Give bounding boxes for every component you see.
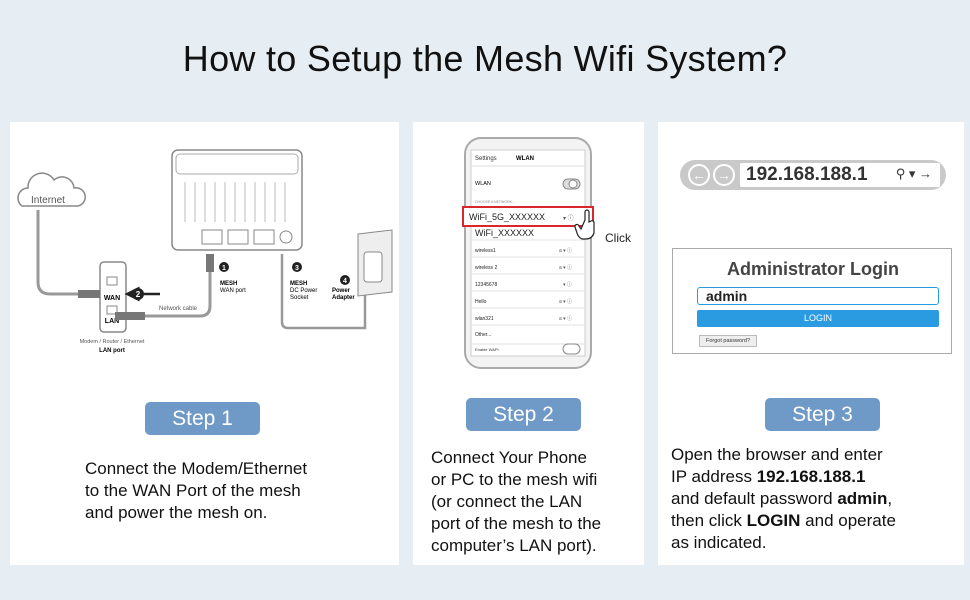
network-name: WiFi_XXXXXX xyxy=(475,228,534,238)
svg-text:a ▾ ⓘ: a ▾ ⓘ xyxy=(559,247,572,254)
other-network: Other... xyxy=(475,332,491,338)
phone-illustration: Settings WLAN WLAN CHOOSE A NETWORK... W… xyxy=(462,137,632,369)
modem-device: WAN LAN xyxy=(99,261,127,333)
step3-desc-line: as indicated. xyxy=(671,533,767,552)
step1-description: Connect the Modem/Ethernet to the WAN Po… xyxy=(85,458,385,524)
step3-desc-password: admin xyxy=(837,489,888,508)
step2-badge: Step 2 xyxy=(466,398,581,431)
step3-description: Open the browser and enter IP address 19… xyxy=(671,444,961,554)
network-name: wlan321 xyxy=(475,316,494,322)
choose-network-label: CHOOSE A NETWORK... xyxy=(475,200,515,204)
step1-desc-line: Connect the Modem/Ethernet xyxy=(85,459,308,478)
internet-cloud-icon: Internet xyxy=(17,172,86,207)
wapi-toggle[interactable] xyxy=(562,343,581,355)
network-cable-label: Network cable xyxy=(159,306,198,312)
step2-desc-line: port of the mesh to the xyxy=(431,514,602,533)
mesh-dc-label3: Socket xyxy=(290,295,309,301)
url-text: 192.168.188.1 xyxy=(746,164,868,185)
svg-text:▾ ⓘ: ▾ ⓘ xyxy=(563,281,572,288)
login-dialog: Administrator Login admin LOGIN Forgot p… xyxy=(672,248,952,354)
forgot-password-button[interactable]: Forgot password? xyxy=(699,335,758,347)
num3: 3 xyxy=(295,265,299,272)
power-label2: Adapter xyxy=(332,295,355,301)
step1-badge: Step 1 xyxy=(145,402,260,435)
wan-label: WAN xyxy=(104,295,120,302)
mesh-dc-label2: DC Power xyxy=(290,288,317,294)
forward-button[interactable]: → xyxy=(713,164,735,186)
phone-header: WLAN xyxy=(516,156,534,162)
browser-address-bar: ← → 192.168.188.1 ⚲ ▾ → xyxy=(680,160,946,190)
login-title: Administrator Login xyxy=(727,259,899,279)
phone-back: Settings xyxy=(475,156,497,162)
username-value: admin xyxy=(706,288,748,304)
step2-desc-line: or PC to the mesh wifi xyxy=(431,470,598,489)
step2-desc-line: (or connect the LAN xyxy=(431,492,583,511)
login-button[interactable]: LOGIN xyxy=(697,310,939,327)
network-name: wireless 2 xyxy=(475,265,497,271)
step3-desc-text: , xyxy=(887,489,893,508)
page-title: How to Setup the Mesh Wifi System? xyxy=(182,38,788,79)
power-label1: Power xyxy=(332,288,351,294)
network-name: WiFi_5G_XXXXXX xyxy=(469,212,545,222)
phone-wlan-label: WLAN xyxy=(475,181,491,187)
num4: 4 xyxy=(343,278,347,285)
step2-desc-line: computer’s LAN port). xyxy=(431,536,597,555)
modem-lan-caption: LAN port xyxy=(99,348,125,354)
internet-label: Internet xyxy=(31,195,65,206)
svg-text:a ▾ ⓘ: a ▾ ⓘ xyxy=(559,315,572,322)
step1-desc-line: to the WAN Port of the mesh xyxy=(85,481,301,500)
step3-desc-line: Open the browser and enter xyxy=(671,445,883,464)
url-input[interactable]: 192.168.188.1 ⚲ ▾ → xyxy=(740,163,940,187)
network-name: wireless1 xyxy=(475,248,496,254)
num2: 2 xyxy=(136,290,141,299)
power-adapter-icon xyxy=(357,229,393,297)
num1: 1 xyxy=(222,265,226,272)
mesh-wan-label2: WAN port xyxy=(220,288,246,294)
svg-text:a ▾ ⓘ: a ▾ ⓘ xyxy=(559,298,572,305)
lan-label: LAN xyxy=(105,318,119,325)
step3-desc-line: IP address 192.168.188.1 xyxy=(671,466,961,488)
enable-wapi-label: Enable WAPI xyxy=(475,347,499,352)
step3-desc-text: and default password xyxy=(671,489,838,508)
step2-desc-line: Connect Your Phone xyxy=(431,448,587,467)
mesh-wan-label1: MESH xyxy=(220,281,237,287)
step2-panel: Settings WLAN WLAN CHOOSE A NETWORK... W… xyxy=(413,122,644,565)
step3-desc-text: and operate xyxy=(800,511,896,530)
network-name: Hello xyxy=(475,299,487,305)
step3-panel: ← → 192.168.188.1 ⚲ ▾ → Administrator Lo… xyxy=(658,122,964,565)
step3-desc-line: and default password admin, xyxy=(671,488,961,510)
username-field[interactable]: admin xyxy=(697,287,939,305)
modem-caption: Modem / Router / Ethernet xyxy=(80,339,145,345)
step3-desc-login: LOGIN xyxy=(746,511,801,530)
click-label: Click xyxy=(605,231,632,245)
svg-text:a ▾ ⓘ: a ▾ ⓘ xyxy=(559,264,572,271)
hand-cursor-icon xyxy=(574,209,595,240)
mesh-dc-label1: MESH xyxy=(290,281,307,287)
step3-badge: Step 3 xyxy=(765,398,880,431)
network-item-highlight[interactable] xyxy=(462,206,594,227)
back-button[interactable]: ← xyxy=(688,164,710,186)
step1-panel: Internet WAN LAN Modem / Router / Ethern… xyxy=(10,122,399,565)
step3-desc-text: IP address xyxy=(671,467,757,486)
step2-description: Connect Your Phone or PC to the mesh wif… xyxy=(431,447,641,557)
network-name: 12345678 xyxy=(475,282,497,288)
mesh-router-device xyxy=(171,149,303,251)
svg-text:▾ ⓘ: ▾ ⓘ xyxy=(563,214,574,222)
step3-desc-text: then click xyxy=(671,511,747,530)
step1-desc-line: and power the mesh on. xyxy=(85,503,268,522)
step3-desc-line: then click LOGIN and operate xyxy=(671,510,961,532)
step1-diagram: Internet WAN LAN Modem / Router / Ethern… xyxy=(17,149,393,354)
step3-desc-ip: 192.168.188.1 xyxy=(756,467,866,486)
search-icon[interactable]: ⚲ ▾ → xyxy=(895,166,932,181)
